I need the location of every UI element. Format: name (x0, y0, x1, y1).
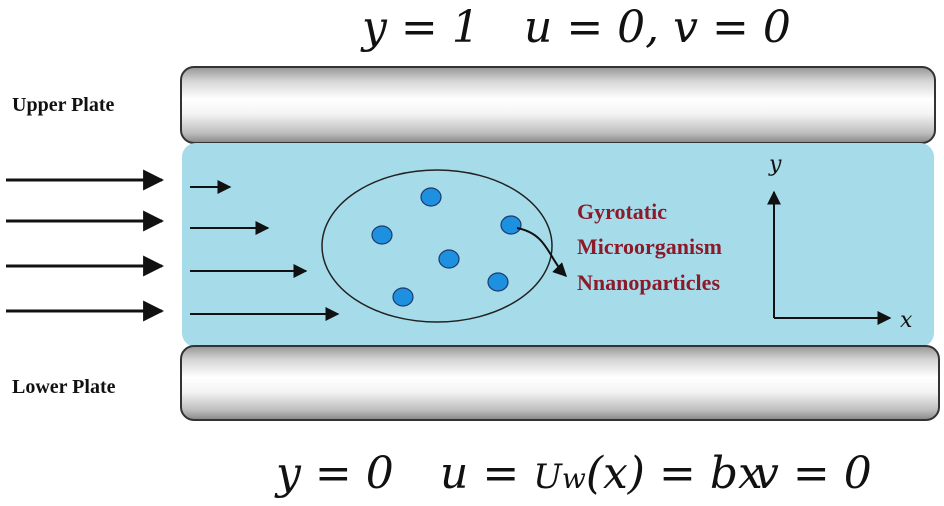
legend-line-1: Gyrotatic (577, 199, 668, 224)
particle-cluster-ellipse (321, 169, 553, 323)
nanoparticle (500, 215, 522, 235)
lower-y-equation: y = 0 (276, 448, 394, 499)
lower-u-wall-subscript: w (561, 462, 586, 495)
lower-boundary-y: y = 0 (276, 452, 394, 496)
lower-u-rhs: (x) = bx (585, 448, 763, 499)
nanoparticle (420, 187, 442, 207)
legend-line-2: Microorganism (577, 234, 723, 259)
legend-line-3: Nnanoparticles (577, 270, 720, 295)
lower-plate (180, 345, 940, 421)
lower-u-lhs: u = (440, 448, 520, 499)
upper-boundary-y: y = 1 (362, 6, 480, 50)
x-axis-label: x (900, 308, 913, 333)
label-pointer-arrow (516, 227, 567, 277)
upper-uv-equation: u = 0, v = 0 (524, 2, 791, 53)
coordinate-axes (767, 190, 892, 325)
lower-u-wall-base: U (533, 457, 562, 497)
lower-v-equation: v = 0 (754, 448, 872, 499)
lower-boundary-v: v = 0 (754, 452, 872, 496)
nanoparticle (371, 225, 393, 245)
nanoparticle (438, 249, 460, 269)
upper-y-equation: y = 1 (362, 2, 480, 53)
nanoparticle (487, 272, 509, 292)
nanoparticles (371, 187, 522, 307)
upper-plate-label: Upper Plate (12, 94, 115, 116)
lower-plate-label: Lower Plate (12, 376, 116, 398)
y-axis-label: y (769, 152, 782, 177)
nanoparticle (392, 287, 414, 307)
velocity-profile-arrows (190, 180, 340, 321)
lower-boundary-u: u = Uw(x) = bx (440, 452, 763, 496)
inflow-arrows (6, 169, 165, 322)
upper-boundary-uv: u = 0, v = 0 (524, 6, 791, 50)
lower-u-wall: Uw (533, 457, 586, 497)
upper-plate (180, 66, 936, 144)
